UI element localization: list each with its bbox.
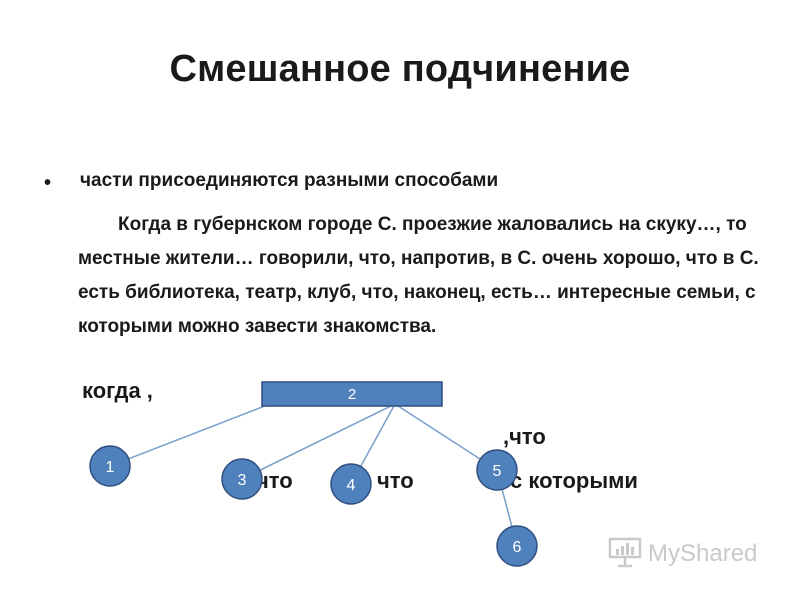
edge-2-3	[241, 403, 396, 480]
root-rect	[261, 381, 443, 407]
slide-title: Смешанное подчинение	[169, 48, 631, 90]
node-1: 1	[89, 445, 131, 487]
node-1-label: 1	[106, 459, 115, 476]
label-chto-comma: ,что	[503, 424, 546, 449]
node-5: 5	[476, 449, 518, 491]
node-5-label: 5	[493, 463, 502, 480]
root-label: 2	[348, 386, 356, 403]
bullet-text: части присоединяются разными способами	[80, 170, 499, 191]
node-3: 3	[221, 458, 263, 500]
node-6-label: 6	[513, 539, 522, 556]
root-node-2: 2	[261, 381, 443, 407]
example-paragraph: Когда в губернском городе С. проезжие жа…	[78, 214, 759, 337]
node-3-label: 3	[238, 472, 247, 489]
edge-2-1	[109, 403, 271, 467]
myshared-logo: MyShared	[608, 536, 757, 572]
label-chto-4: что	[377, 468, 414, 493]
presentation-chart-icon	[608, 536, 642, 573]
watermark-text: MyShared	[648, 540, 758, 567]
label-kogda: когда ,	[82, 378, 153, 403]
node-4-label: 4	[347, 477, 356, 494]
tree-edges	[109, 403, 518, 547]
bullet-marker: •	[44, 172, 52, 194]
label-s-kotorymi: с которыми	[510, 468, 638, 493]
node-4: 4	[330, 463, 372, 505]
node-6: 6	[496, 525, 538, 567]
